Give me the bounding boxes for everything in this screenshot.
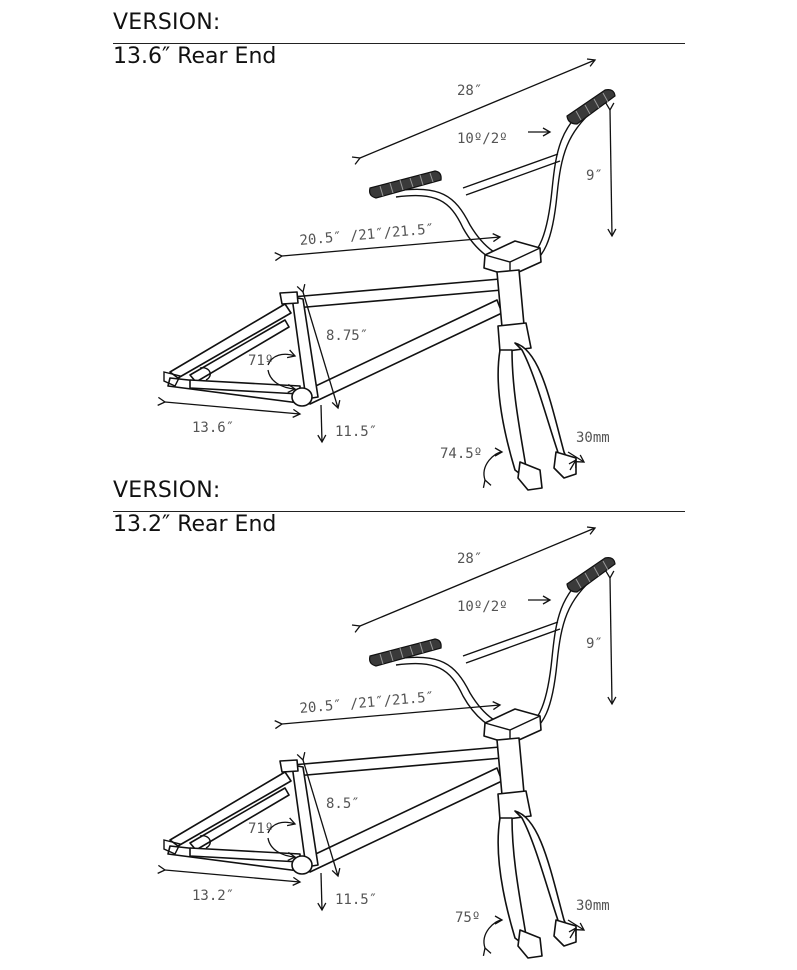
handlebar [369, 557, 616, 737]
handlebar [369, 89, 616, 269]
dim-seat-angle: 71º [248, 821, 273, 837]
dim-seat-tube: 8.5″ [326, 796, 360, 812]
dim-sweep: 10º/2º [457, 131, 508, 147]
seat-stay [169, 771, 292, 847]
right-grip-icon [566, 557, 616, 593]
version-name: 13.2″ Rear End [113, 512, 277, 537]
dim-chainstay: 13.6″ [192, 420, 234, 436]
fork [497, 322, 577, 491]
fork [497, 790, 577, 959]
top-tube [291, 278, 503, 309]
bottom-bracket [291, 855, 313, 875]
dim-reach: 28″ [457, 551, 482, 567]
seat-tube [291, 764, 319, 868]
dim-offset: 30mm [576, 898, 610, 914]
dim-sweep: 10º/2º [457, 599, 508, 615]
dropout-right [553, 919, 577, 947]
dimension-arrows [157, 58, 617, 489]
version-name: 13.6″ Rear End [113, 44, 277, 69]
fork-leg-left [497, 817, 529, 949]
dropout-right [553, 451, 577, 479]
version-label: VERSION: [113, 478, 221, 503]
dim-bb-height: 11.5″ [335, 892, 377, 908]
dim-rise: 9″ [586, 168, 603, 184]
version-label: VERSION: [113, 10, 221, 35]
fork-leg-left [497, 349, 529, 481]
head-tube [496, 269, 525, 328]
right-grip-icon [566, 89, 616, 125]
dim-bb-height: 11.5″ [335, 424, 377, 440]
dim-seat-angle: 71º [248, 353, 273, 369]
left-grip-icon [369, 170, 442, 199]
divider-line [113, 43, 685, 44]
dim-seat-tube: 8.75″ [326, 328, 368, 344]
dim-head-angle: 74.5º [440, 446, 482, 462]
top-tube [291, 746, 503, 777]
version-section-1: VERSION: 13.6″ Rear End [0, 0, 797, 491]
dim-rise: 9″ [586, 636, 603, 652]
dim-head-angle: 75º [455, 910, 480, 926]
left-grip-icon [369, 638, 442, 667]
seat-post-clamp [279, 291, 299, 305]
dim-reach: 28″ [457, 83, 482, 99]
down-tube [302, 299, 503, 405]
seat-post-clamp [279, 759, 299, 773]
bike-frame-diagram: 28″ 10º/2º 9″ 20.5″ /21″/21.5″ 8.75″ 71º… [157, 58, 617, 491]
dropout-left [517, 929, 543, 959]
down-tube [302, 767, 503, 873]
bottom-bracket [291, 387, 313, 407]
seat-tube [291, 296, 319, 400]
dim-chainstay: 13.2″ [192, 888, 234, 904]
seat-stay [169, 303, 292, 379]
version-section-2: VERSION: 13.2″ Rear End [0, 468, 797, 959]
dimension-arrows [157, 526, 617, 957]
head-tube [496, 737, 525, 796]
bike-frame-diagram: 28″ 10º/2º 9″ 20.5″ /21″/21.5″ 8.5″ 71º … [157, 526, 617, 959]
dim-offset: 30mm [576, 430, 610, 446]
dropout-left [517, 461, 543, 491]
divider-line [113, 511, 685, 512]
